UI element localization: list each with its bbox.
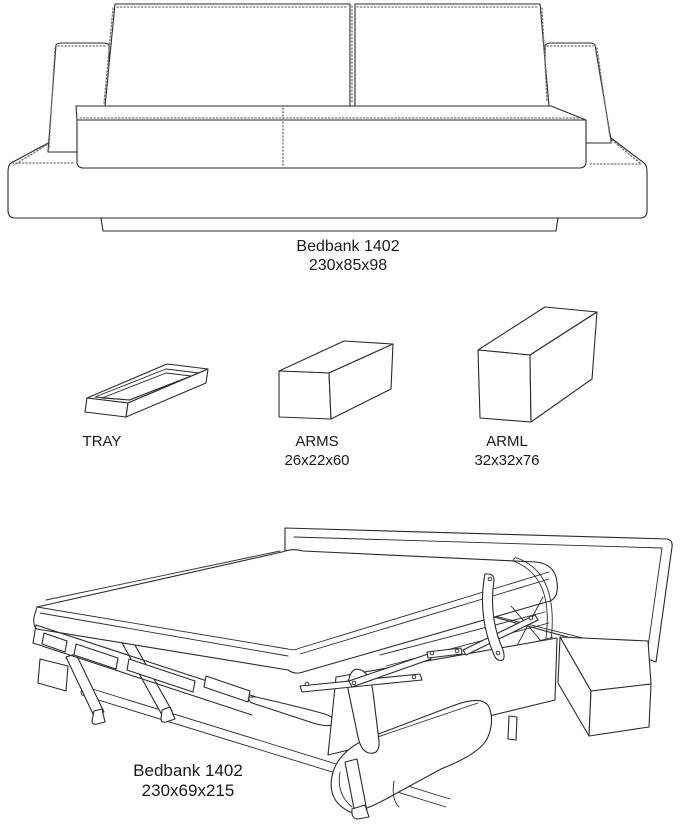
sofa-closed-title: Bedbank 1402 (296, 238, 400, 255)
sofa-front-view-drawing (7, 3, 648, 232)
arml-box-drawing (477, 306, 598, 423)
sofa-bed-open-drawing (32, 527, 673, 820)
sofa-open-label: Bedbank 1402 230x69x215 (88, 761, 288, 801)
tray-name: TRAY (82, 433, 122, 450)
arml-label: ARML 32x32x76 (437, 432, 577, 470)
arml-dimensions: 32x32x76 (474, 452, 540, 469)
lift-arm-pad (346, 668, 380, 754)
sofa-back-cushion-left (103, 3, 351, 107)
seat-front-beam (327, 637, 558, 756)
sofa-back-cushion-right (351, 3, 550, 107)
accessories-drawing (84, 306, 598, 423)
sofa-open-title: Bedbank 1402 (133, 761, 243, 780)
bed-rear-leg (344, 758, 370, 820)
sofa-open-dimensions: 230x69x215 (141, 781, 235, 800)
sofa-plinth (100, 217, 559, 232)
arms-dimensions: 26x22x60 (284, 452, 350, 469)
arms-label: ARMS 26x22x60 (247, 432, 387, 470)
mattress (33, 549, 558, 674)
sofa-seat-block (557, 636, 652, 737)
arms-box-drawing (278, 340, 394, 420)
bed-frame-bracket (37, 658, 69, 692)
sofa-closed-label: Bedbank 1402 230x85x98 (248, 237, 448, 275)
arml-name: ARML (486, 433, 528, 450)
arms-name: ARMS (295, 433, 339, 450)
sofa-closed-dimensions: 230x85x98 (308, 257, 388, 274)
sofa-seat-leg (507, 715, 518, 741)
tray-label: TRAY (32, 432, 172, 451)
side-rail-with-slots (32, 624, 257, 716)
rolled-cushion (330, 699, 493, 813)
fold-bar-over-mattress (512, 557, 553, 642)
sofa-seat-cushion (75, 105, 587, 169)
tray-drawing (84, 363, 209, 418)
bed-front-leg-left (65, 653, 106, 725)
fold-mechanism-links (299, 573, 539, 693)
